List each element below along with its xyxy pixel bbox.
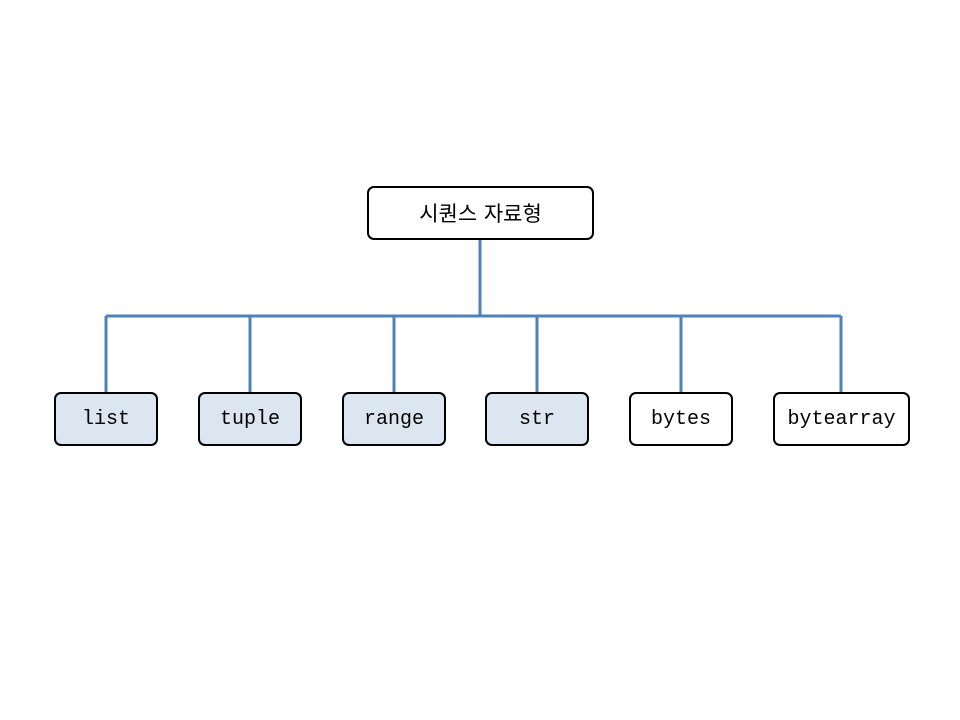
child-node-label: range [363,407,424,431]
child-node-bytes: bytes [629,392,733,446]
child-node-str: str [485,392,589,446]
child-node-tuple: tuple [198,392,302,446]
child-node-label: tuple [219,407,280,431]
root-node-label: 시퀀스 자료형 [419,202,542,226]
child-node-label: bytearray [787,407,896,431]
child-node-label: bytes [650,407,711,431]
root-node-sequence-types: 시퀀스 자료형 [367,186,594,240]
child-node-list: list [54,392,158,446]
child-node-label: list [81,407,130,431]
child-node-label: str [518,407,555,431]
child-node-range: range [342,392,446,446]
child-node-bytearray: bytearray [773,392,910,446]
